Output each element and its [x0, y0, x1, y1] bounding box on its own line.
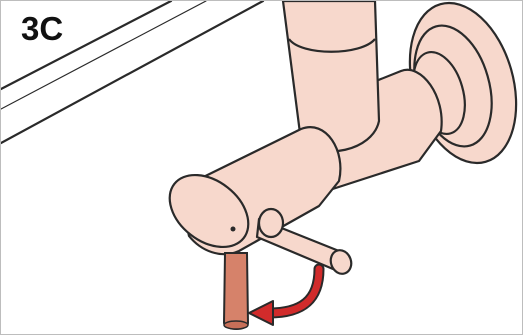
step-label: 3C [21, 10, 64, 47]
valve-lever [255, 207, 353, 275]
copper-pipe [222, 252, 250, 330]
turn-arrow-icon [248, 263, 325, 326]
wall-shelf [1, 1, 265, 145]
valve-handle-cylinder [168, 126, 342, 256]
valve-riser [281, 1, 381, 153]
